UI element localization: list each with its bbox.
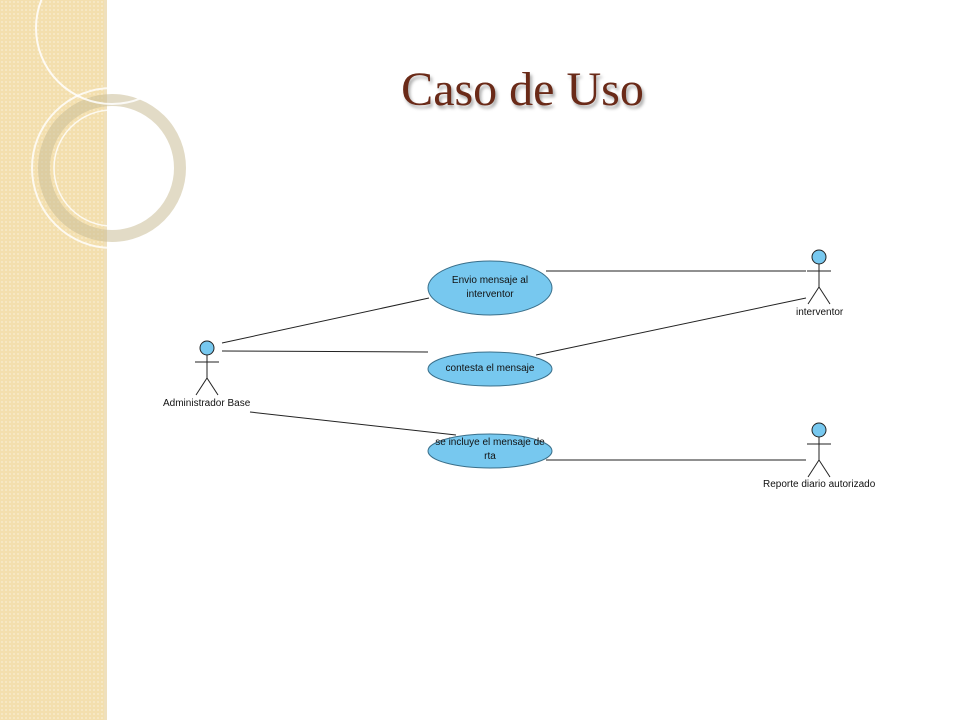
use-case-envio-label: Envio mensaje al interventor: [430, 274, 550, 302]
association-admin-contesta: [221, 350, 429, 353]
actor-reporte-diario-figure: [807, 422, 831, 478]
actor-interventor-figure: [807, 249, 831, 305]
decorative-circles: [31, 0, 193, 249]
actor-administrador-base-figure: [195, 340, 219, 396]
use-case-contesta-label: contesta el mensaje: [426, 362, 554, 376]
use-case-envio-mensaje: [427, 260, 553, 316]
actor-administrador-base-label: Administrador Base: [163, 398, 251, 409]
use-case-contesta-line1: contesta el mensaje: [445, 363, 535, 374]
use-case-incluye-line2: rta: [484, 451, 496, 462]
side-band-edge: [104, 0, 107, 720]
use-case-incluye-label: se incluye el mensaje de rta: [426, 436, 554, 464]
use-case-envio-line1: Envio mensaje al: [451, 275, 529, 286]
slide-title: Caso de Uso: [401, 63, 644, 116]
association-admin-incluye: [249, 411, 457, 436]
association-contesta-interventor: [535, 297, 807, 356]
association-admin-envio: [221, 297, 430, 344]
actor-interventor-label: interventor: [796, 307, 844, 318]
use-case-envio-line2: interventor: [466, 289, 514, 300]
use-case-incluye-mensaje: [427, 433, 553, 469]
actor-reporte-diario-label: Reporte diario autorizado: [763, 479, 876, 490]
use-case-contesta-mensaje: [427, 351, 553, 387]
use-case-incluye-line1: se incluye el mensaje de: [435, 437, 545, 448]
decorative-side-band: [0, 0, 104, 720]
